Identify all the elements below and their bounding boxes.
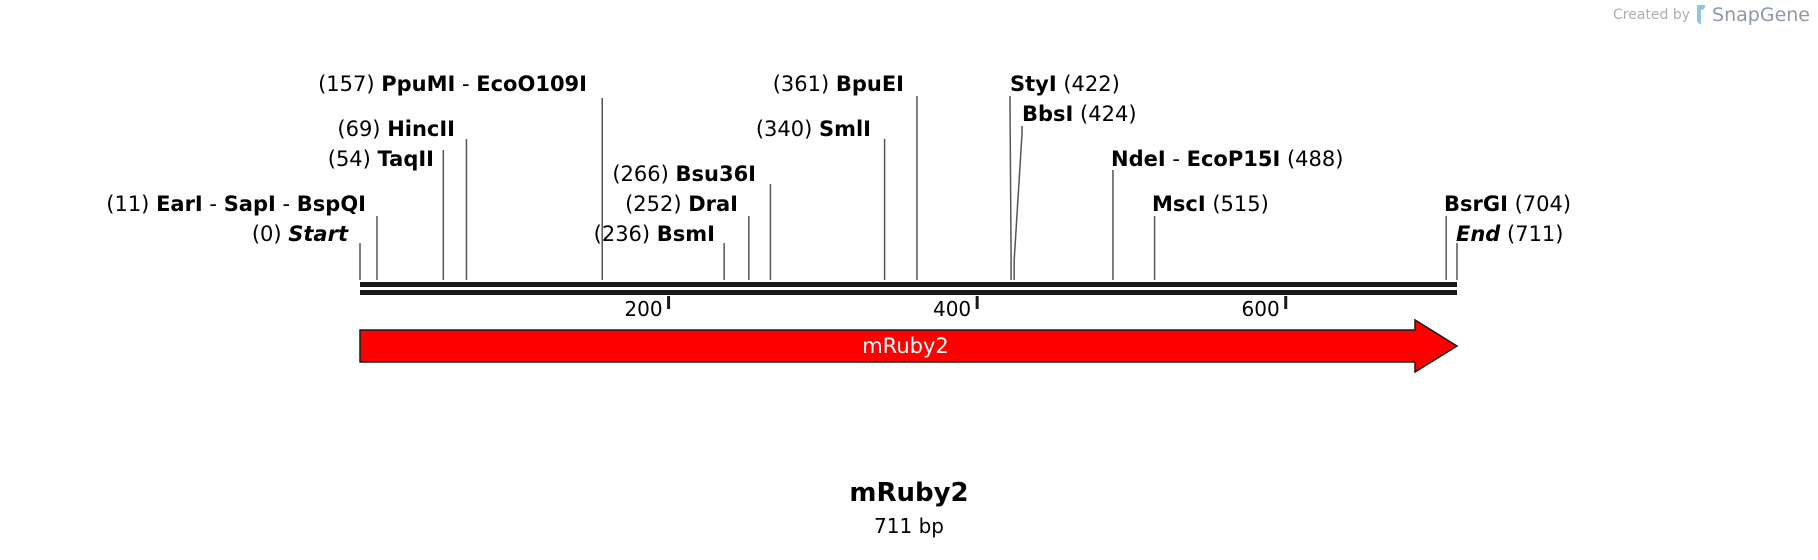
site-label-eari: (11) EarI - SapI - BspQI [106, 192, 366, 216]
ruler-tick-600 [1284, 296, 1288, 309]
site-label-gap [682, 192, 689, 216]
site-label-gap [375, 72, 382, 96]
site-name: Bsu36I [676, 162, 757, 186]
site-label-gap [149, 192, 156, 216]
site-label-bsmi: (236) BsmI [594, 222, 715, 246]
site-position: (69) [337, 117, 380, 141]
site-position: (266) [612, 162, 668, 186]
site-position: (361) [773, 72, 829, 96]
site-label-msci: MscI (515) [1152, 192, 1269, 216]
site-label-drai: (252) DraI [625, 192, 738, 216]
site-label-gap [381, 117, 388, 141]
feature-arrow [359, 318, 1459, 374]
site-line-bbsi [1013, 126, 1023, 280]
site-labels: (0) Start (11) EarI - SapI - BspQI (54) Ta… [106, 72, 1571, 246]
site-name: MscI [1152, 192, 1206, 216]
sequence-name: mRuby2 [849, 478, 969, 508]
site-label-bsrgi: BsrGI (704) [1444, 192, 1571, 216]
site-name: BbsI [1022, 102, 1073, 126]
site-line-styi [1009, 96, 1012, 280]
site-position: (252) [625, 192, 681, 216]
site-name: BsrGI [1444, 192, 1508, 216]
site-label-gap [1280, 147, 1287, 171]
site-label-ndei: NdeI - EcoP15I (488) [1111, 147, 1343, 171]
site-name: HincII [387, 117, 455, 141]
site-name: BpuEI [836, 72, 904, 96]
site-label-smli: (340) SmlI [756, 117, 871, 141]
site-name: PpuMI [381, 72, 455, 96]
backbone-top-strand [360, 282, 1457, 287]
ruler-tick-label-600: 600 [1242, 297, 1280, 321]
site-label-gap [282, 222, 289, 246]
site-name: EcoP15I [1187, 147, 1281, 171]
site-position: (704) [1515, 192, 1571, 216]
site-position: (0) [252, 222, 282, 246]
site-name: BsmI [657, 222, 715, 246]
site-position: (422) [1063, 72, 1119, 96]
credit-prefix: Created by [1613, 7, 1691, 23]
sequence-length: 711 bp [874, 514, 944, 538]
site-name: StyI [1010, 72, 1057, 96]
ruler-tick-400 [975, 296, 979, 309]
site-label-gap [669, 162, 676, 186]
site-name-separator: - [276, 192, 297, 216]
site-label-gap [371, 147, 378, 171]
site-name: BspQI [297, 192, 366, 216]
site-name-separator: - [455, 72, 476, 96]
sequence-backbone [360, 282, 1457, 295]
snapgene-logo-icon [1697, 5, 1706, 24]
site-label-start: (0) Start [252, 222, 349, 246]
ruler: 200 400 600 [624, 296, 1288, 321]
ruler-tick-label-400: 400 [933, 297, 971, 321]
site-label-styi: StyI (422) [1010, 72, 1120, 96]
site-label-gap [1508, 192, 1515, 216]
site-name: NdeI [1111, 147, 1166, 171]
sequence-map: 200 400 600 mRuby2 (0) Start (11) EarI - Sa… [106, 72, 1571, 374]
ruler-tick-200 [667, 296, 671, 309]
credit-brand: SnapGene [1712, 4, 1810, 26]
site-label-hincii: (69) HincII [337, 117, 455, 141]
site-position: (515) [1212, 192, 1268, 216]
site-name: SmlI [819, 117, 871, 141]
site-lines [359, 96, 1458, 280]
site-name: EarI [156, 192, 203, 216]
site-label-bpuei: (361) BpuEI [773, 72, 904, 96]
site-label-ppumi: (157) PpuMI - EcoO109I [318, 72, 587, 96]
site-position: (236) [594, 222, 650, 246]
site-label-taqii: (54) TaqII [328, 147, 434, 171]
features: mRuby2 [359, 318, 1459, 374]
site-name: Start [288, 222, 349, 246]
site-label-bbsi: BbsI (424) [1022, 102, 1137, 126]
site-label-gap [829, 72, 836, 96]
site-label-gap [1073, 102, 1080, 126]
site-label-gap [650, 222, 657, 246]
site-position: (424) [1080, 102, 1136, 126]
feature-label: mRuby2 [862, 334, 949, 358]
site-position: (711) [1507, 222, 1563, 246]
site-label-gap [1206, 192, 1213, 216]
site-name: EcoO109I [476, 72, 587, 96]
site-position: (488) [1287, 147, 1343, 171]
site-label-gap [1500, 222, 1507, 246]
snapgene-credit: Created by SnapGene [1613, 4, 1810, 26]
site-label-gap [812, 117, 819, 141]
site-name: TaqII [378, 147, 434, 171]
site-position: (340) [756, 117, 812, 141]
site-label-gap [1057, 72, 1064, 96]
site-position: (157) [318, 72, 374, 96]
site-position: (11) [106, 192, 149, 216]
backbone-bottom-strand [360, 290, 1457, 295]
site-name-separator: - [1166, 147, 1187, 171]
site-position: (54) [328, 147, 371, 171]
site-label-bsu36i: (266) Bsu36I [612, 162, 756, 186]
site-name: End [1456, 222, 1501, 246]
site-name: SapI [224, 192, 276, 216]
site-label-end: End (711) [1456, 222, 1563, 246]
site-name-separator: - [203, 192, 224, 216]
ruler-tick-label-200: 200 [624, 297, 662, 321]
site-name: DraI [688, 192, 738, 216]
